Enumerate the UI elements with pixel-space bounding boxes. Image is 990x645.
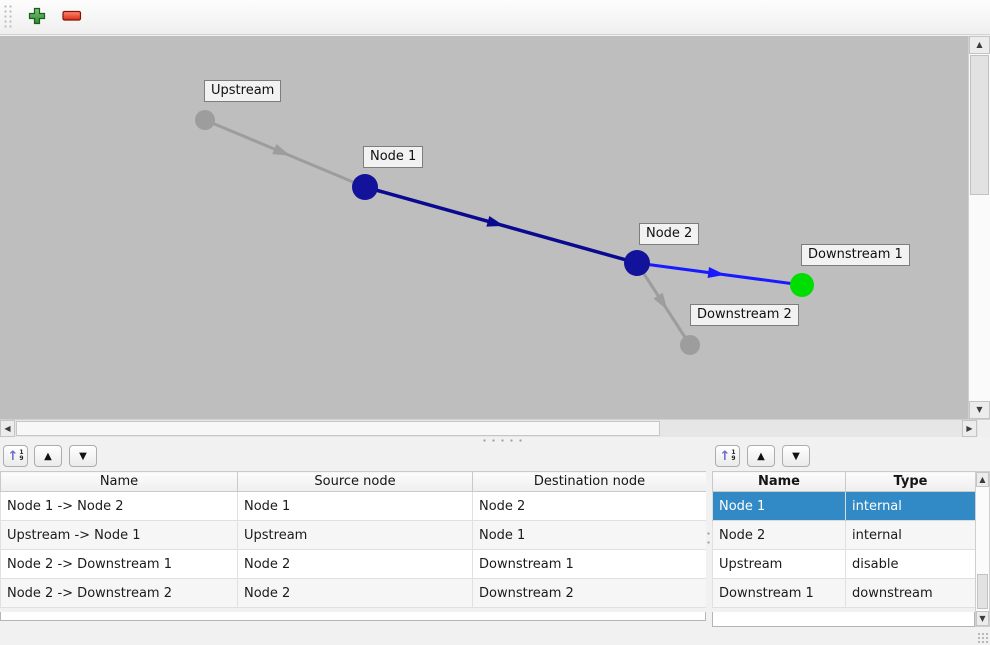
scrollbar-corner bbox=[978, 420, 990, 437]
canvas-horizontal-scrollbar[interactable]: ◀ ▶ bbox=[0, 419, 990, 437]
column-header-destination-node[interactable]: Destination node bbox=[472, 471, 707, 492]
move-down-icon: ▼ bbox=[79, 450, 87, 462]
remove-node-button[interactable] bbox=[61, 5, 83, 29]
vertical-scroll-thumb[interactable] bbox=[977, 574, 988, 609]
scroll-up-button[interactable]: ▲ bbox=[976, 472, 989, 487]
graph-node[interactable] bbox=[352, 174, 378, 200]
graph-node[interactable] bbox=[790, 273, 814, 297]
scroll-up-button[interactable]: ▲ bbox=[969, 36, 990, 54]
table-cell[interactable]: Downstream 1 bbox=[712, 578, 846, 608]
graph-node[interactable] bbox=[624, 250, 650, 276]
table-cell[interactable]: Node 1 bbox=[237, 491, 473, 521]
node-label[interactable]: Downstream 2 bbox=[690, 304, 799, 326]
table-cell[interactable]: Upstream bbox=[237, 520, 473, 550]
graph-node[interactable] bbox=[680, 335, 700, 355]
horizontal-scroll-thumb[interactable] bbox=[16, 421, 660, 436]
edges-move-down-button[interactable]: ▼ bbox=[69, 445, 97, 467]
plus-icon bbox=[28, 7, 46, 28]
table-cell[interactable]: Upstream -> Node 1 bbox=[0, 520, 238, 550]
scroll-left-button[interactable]: ◀ bbox=[0, 420, 15, 437]
node-label[interactable]: Upstream bbox=[204, 80, 282, 102]
edges-table-hscroll-track[interactable] bbox=[0, 612, 706, 621]
horizontal-splitter[interactable] bbox=[0, 437, 990, 444]
node-label[interactable]: Node 2 bbox=[639, 223, 700, 245]
move-up-icon: ▲ bbox=[757, 450, 765, 462]
table-cell[interactable]: Node 1 bbox=[712, 491, 846, 521]
toolbar-drag-handle[interactable] bbox=[3, 4, 13, 30]
move-up-icon: ▲ bbox=[44, 450, 52, 462]
add-node-button[interactable] bbox=[26, 5, 48, 29]
main-toolbar bbox=[0, 0, 990, 35]
node-label[interactable]: Downstream 1 bbox=[801, 244, 910, 266]
canvas-vertical-scrollbar[interactable]: ▲ ▼ bbox=[968, 36, 990, 419]
node-label[interactable]: Node 1 bbox=[363, 146, 424, 168]
table-cell[interactable]: Node 1 bbox=[472, 520, 707, 550]
nodes-table-empty-area bbox=[712, 612, 975, 627]
table-cell[interactable]: downstream bbox=[845, 578, 976, 608]
column-header-name[interactable]: Name bbox=[0, 471, 238, 492]
column-header-type[interactable]: Type bbox=[845, 471, 976, 492]
splitter-handle-icon bbox=[707, 529, 710, 549]
table-cell[interactable]: Node 1 -> Node 2 bbox=[0, 491, 238, 521]
status-bar bbox=[0, 631, 990, 645]
scroll-down-button[interactable]: ▼ bbox=[969, 401, 990, 419]
scroll-down-icon: ▼ bbox=[979, 613, 986, 623]
edge-arrow-icon bbox=[272, 143, 291, 156]
edges-move-up-button[interactable]: ▲ bbox=[34, 445, 62, 467]
column-header-name[interactable]: Name bbox=[712, 471, 846, 492]
table-cell[interactable]: Downstream 1 bbox=[472, 549, 707, 579]
splitter-handle-icon bbox=[480, 439, 524, 442]
edge-arrow-icon bbox=[653, 292, 668, 310]
resize-grip-icon[interactable] bbox=[977, 632, 988, 643]
scroll-down-icon: ▼ bbox=[976, 405, 983, 414]
table-cell[interactable]: internal bbox=[845, 520, 976, 550]
scroll-right-button[interactable]: ▶ bbox=[962, 420, 977, 437]
move-down-icon: ▼ bbox=[792, 450, 800, 462]
nodes-move-up-button[interactable]: ▲ bbox=[747, 445, 775, 467]
scroll-up-icon: ▲ bbox=[976, 40, 983, 49]
table-cell[interactable]: Node 2 bbox=[237, 578, 473, 608]
table-cell[interactable]: disable bbox=[845, 549, 976, 579]
vertical-scroll-thumb[interactable] bbox=[970, 55, 989, 195]
table-cell[interactable]: internal bbox=[845, 491, 976, 521]
table-cell[interactable]: Node 2 -> Downstream 2 bbox=[0, 578, 238, 608]
graph-node[interactable] bbox=[195, 110, 215, 130]
graph-layer bbox=[195, 110, 814, 355]
panel-splitter[interactable] bbox=[706, 444, 712, 630]
table-cell[interactable]: Node 2 bbox=[472, 491, 707, 521]
nodes-table-scrollbar[interactable]: ▲ ▼ bbox=[975, 471, 990, 627]
scroll-up-icon: ▲ bbox=[979, 474, 986, 484]
nodes-move-down-button[interactable]: ▼ bbox=[782, 445, 810, 467]
table-cell[interactable]: Node 2 -> Downstream 1 bbox=[0, 549, 238, 579]
table-cell[interactable]: Node 2 bbox=[712, 520, 846, 550]
scroll-left-icon: ◀ bbox=[4, 423, 11, 433]
edge-arrow-icon bbox=[707, 267, 726, 278]
table-cell[interactable]: Downstream 2 bbox=[472, 578, 707, 608]
scroll-down-button[interactable]: ▼ bbox=[976, 611, 989, 626]
table-cell[interactable]: Upstream bbox=[712, 549, 846, 579]
column-header-source-node[interactable]: Source node bbox=[237, 471, 473, 492]
table-cell[interactable]: Node 2 bbox=[237, 549, 473, 579]
edge-arrow-icon bbox=[486, 216, 505, 227]
scroll-right-icon: ▶ bbox=[966, 423, 973, 433]
minus-icon bbox=[62, 10, 82, 25]
